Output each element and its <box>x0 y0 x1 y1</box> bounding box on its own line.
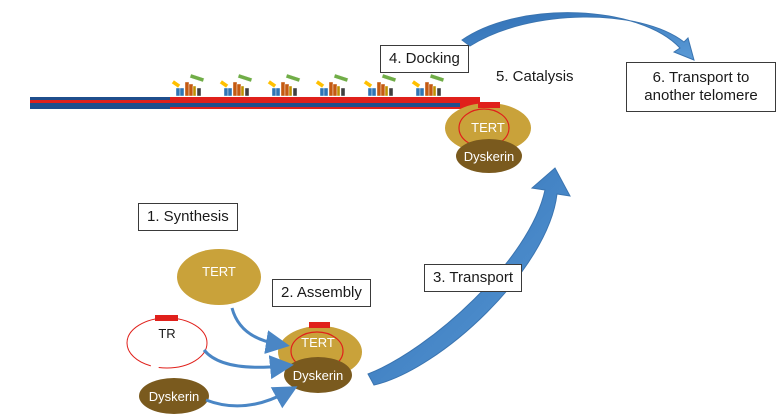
shelterin-subunit <box>319 87 325 97</box>
tert-label: TERT <box>202 264 236 279</box>
shelterin-subunit <box>415 87 421 97</box>
arrow-dyskerin-to-assembly <box>205 386 298 409</box>
dyskerin-label: Dyskerin <box>464 149 515 164</box>
transport-to-telomere-arrow <box>461 12 695 61</box>
dyskerin-label: Dyskerin <box>293 368 344 383</box>
shelterin-protein-icon <box>315 73 349 97</box>
shelterin-subunit <box>336 85 341 97</box>
shelterin-protein-icon <box>411 73 445 97</box>
shelterin-subunit <box>189 73 205 83</box>
shelterin-subunit <box>411 79 421 89</box>
dyskerin-label: Dyskerin <box>149 389 200 404</box>
template-region <box>155 315 178 321</box>
step-synthesis-label: 1. Synthesis <box>138 203 238 231</box>
shelterin-subunit <box>363 79 373 89</box>
step-transport-telomere-line2: another telomere <box>644 87 758 104</box>
shelterin-subunit <box>332 83 338 97</box>
assembled-telomerase: TERT Dyskerin <box>278 322 362 393</box>
shelterin-subunit <box>323 87 329 97</box>
shelterin-subunit <box>171 79 181 89</box>
shelterin-subunit <box>429 73 445 83</box>
shelterin-subunit <box>388 87 394 97</box>
shelterin-subunit <box>285 73 301 83</box>
shelterin-protein-icon <box>171 73 205 97</box>
tert-ellipse <box>177 249 261 305</box>
shelterin-subunit <box>424 81 430 97</box>
shelterin-subunit <box>240 85 245 97</box>
step-synthesis-text: 1. Synthesis <box>147 208 229 225</box>
shelterin-subunit <box>419 87 425 97</box>
shelterin-subunit <box>192 85 197 97</box>
shelterin-subunit <box>284 83 290 97</box>
step-catalysis-label: 5. Catalysis <box>488 64 582 90</box>
step-assembly-text: 2. Assembly <box>281 284 362 301</box>
tert-label: TERT <box>471 120 505 135</box>
shelterin-subunit <box>384 85 389 97</box>
shelterin-subunit <box>267 79 277 89</box>
shelterin-subunit <box>179 87 185 97</box>
shelterin-subunit <box>184 81 190 97</box>
shelterin-subunit <box>288 85 293 97</box>
telomere-complement <box>170 103 460 107</box>
template-region <box>478 102 500 108</box>
shelterin-subunit <box>328 81 334 97</box>
shelterin-subunit <box>227 87 233 97</box>
shelterin-subunit <box>380 83 386 97</box>
free-tert: TERT <box>177 249 261 305</box>
dna-inner-line <box>30 100 170 103</box>
shelterin-protein-icon <box>219 73 253 97</box>
shelterin-subunit <box>237 73 253 83</box>
step-transport-text: 3. Transport <box>433 269 514 286</box>
shelterin-subunit <box>333 73 349 83</box>
assembly-arrows <box>202 307 298 409</box>
arrow-tr-to-assembly <box>202 348 294 380</box>
shelterin-subunit <box>219 79 229 89</box>
shelterin-subunit <box>367 87 373 97</box>
shelterin-subunit <box>232 81 238 97</box>
dyskerin-ellipse <box>456 139 522 173</box>
tert-label: TERT <box>301 335 335 350</box>
step-transport-telomere-label: 6. Transport to another telomere <box>626 62 776 112</box>
shelterin-subunit <box>432 85 437 97</box>
transport-arrow <box>367 167 571 386</box>
shelterin-subunit <box>244 87 250 97</box>
dyskerin-ellipse <box>139 378 209 414</box>
shelterin-subunit <box>371 87 377 97</box>
free-tr: TR <box>126 315 208 369</box>
shelterin-subunit <box>196 87 202 97</box>
step-catalysis-text: 5. Catalysis <box>496 68 574 85</box>
template-region <box>309 322 330 328</box>
chromosome-dna <box>30 97 500 109</box>
shelterin-subunit <box>436 87 442 97</box>
shelterin-subunit <box>188 83 194 97</box>
free-dyskerin: Dyskerin <box>139 378 209 414</box>
step-transport-telomere-line1: 6. Transport to <box>652 69 750 86</box>
arrow-tert-to-assembly <box>230 307 290 354</box>
shelterin-subunit <box>428 83 434 97</box>
shelterin-subunit <box>236 83 242 97</box>
step-docking-label: 4. Docking <box>380 45 469 73</box>
shelterin-subunit <box>271 87 277 97</box>
shelterin-subunit <box>340 87 346 97</box>
shelterin-subunit <box>376 81 382 97</box>
shelterin-subunit <box>275 87 281 97</box>
step-transport-label: 3. Transport <box>424 264 523 292</box>
shelterin-clusters <box>171 73 445 97</box>
shelterin-subunit <box>280 81 286 97</box>
dyskerin-ellipse <box>284 357 352 393</box>
shelterin-protein-icon <box>363 73 397 97</box>
shelterin-protein-icon <box>267 73 301 97</box>
tr-label: TR <box>158 326 175 341</box>
step-docking-text: 4. Docking <box>389 50 460 67</box>
shelterin-subunit <box>292 87 298 97</box>
docked-telomerase: TERT Dyskerin <box>445 102 531 173</box>
shelterin-subunit <box>315 79 325 89</box>
tert-ellipse <box>445 103 531 153</box>
step-assembly-label: 2. Assembly <box>272 279 371 307</box>
shelterin-subunit <box>381 73 397 83</box>
shelterin-subunit <box>175 87 181 97</box>
shelterin-subunit <box>223 87 229 97</box>
